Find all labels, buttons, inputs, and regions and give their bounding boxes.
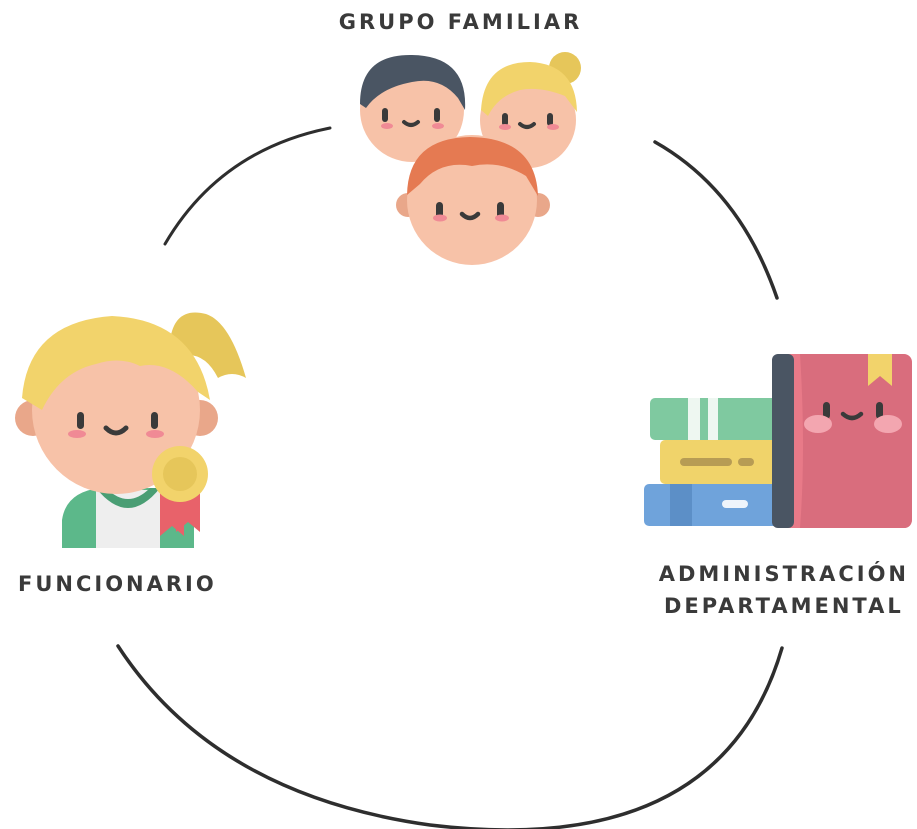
administration-label-line1: ADMINISTRACIÓN [658,562,909,586]
official-label: FUNCIONARIO [18,572,217,596]
face-red-hair [396,135,550,265]
administration-label-line2: DEPARTAMENTAL [663,594,904,618]
administration-label: ADMINISTRACIÓN DEPARTAMENTAL [659,558,909,622]
family-group-label: GRUPO FAMILIAR [338,10,583,34]
award-badge-icon [152,446,208,536]
arc-official-to-family [163,126,332,246]
face-dark-hair [360,54,466,162]
arc-administration-to-official [116,644,784,829]
arc-family-to-administration [653,140,779,300]
